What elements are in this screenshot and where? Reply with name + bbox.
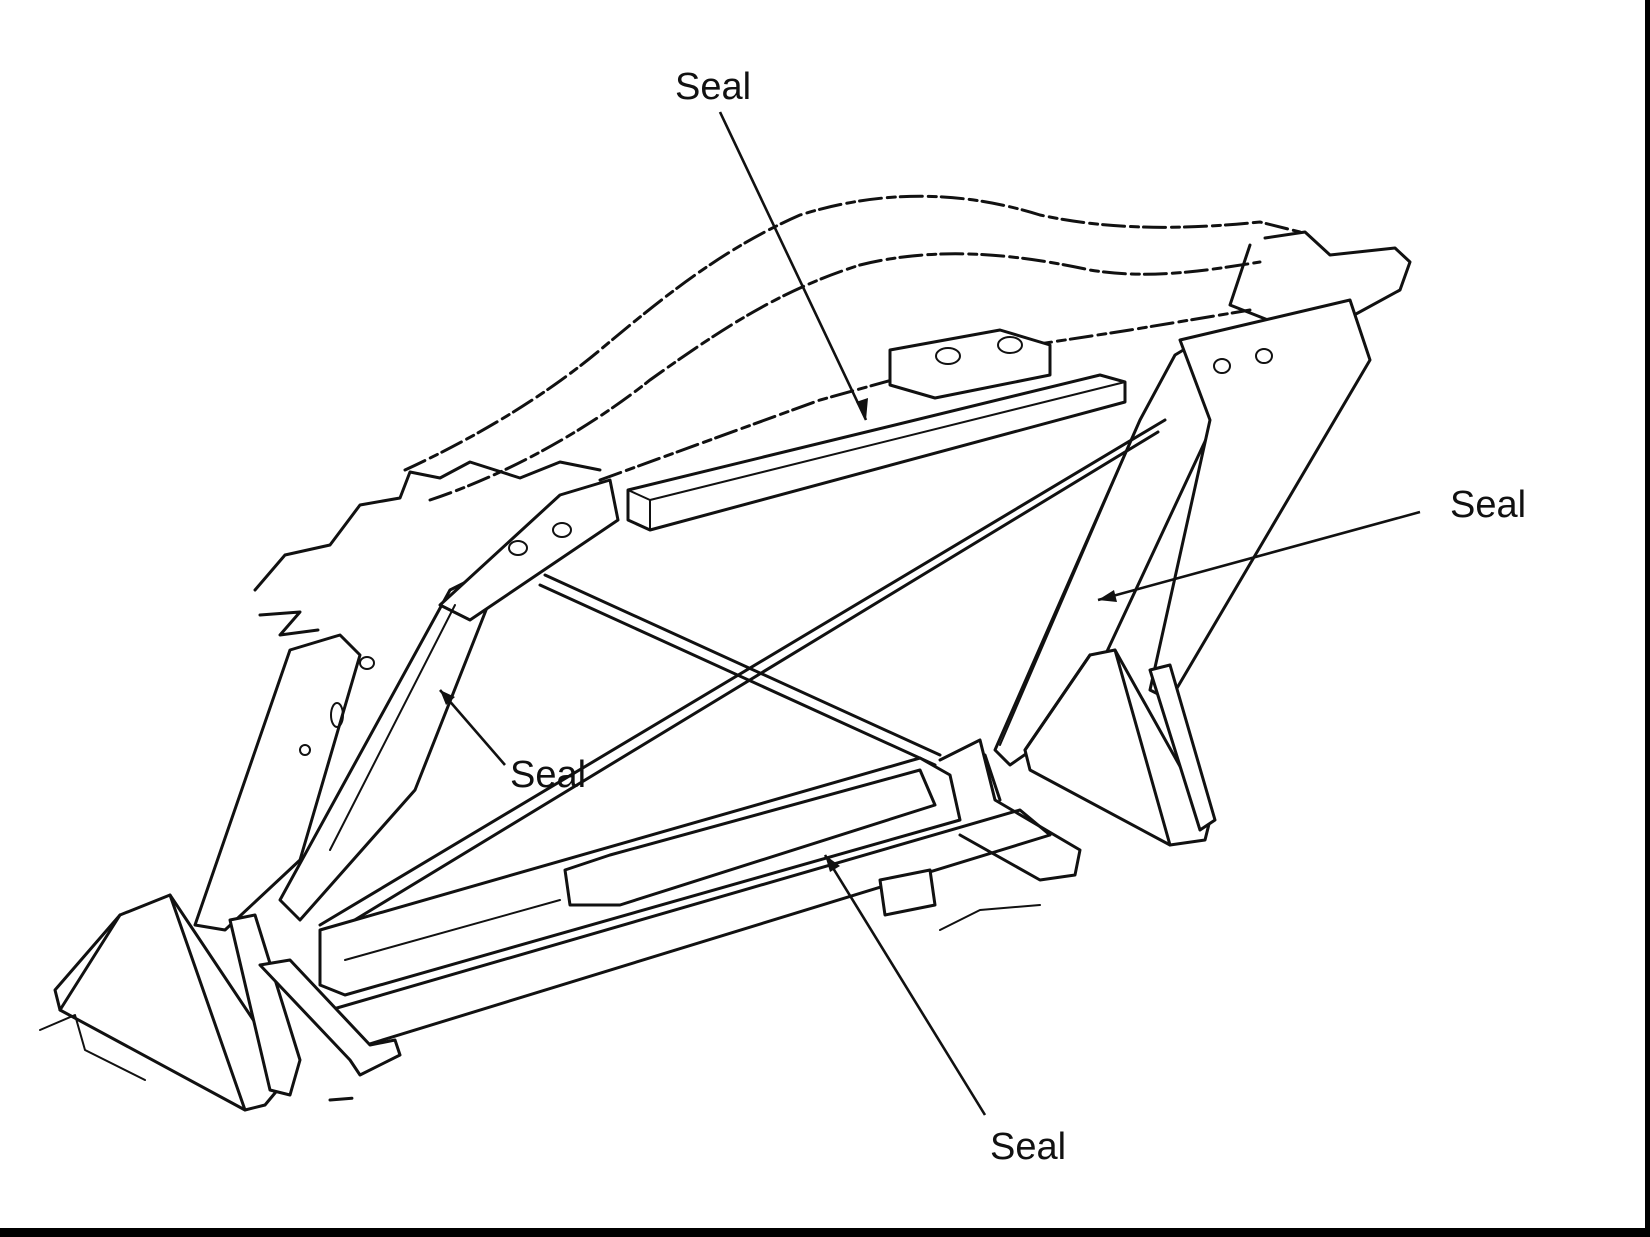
- leader-left: [439, 689, 506, 766]
- left-foot-bracket: [39, 893, 402, 1112]
- leader-bottom: [823, 854, 987, 1116]
- left-strut: [193, 478, 620, 932]
- seal-label-left: Seal: [510, 754, 587, 796]
- arrow-top-icon: [856, 398, 868, 420]
- right-strut: [993, 298, 1372, 767]
- bottom-frame-border: [0, 1228, 1650, 1237]
- seal-label-right: Seal: [1450, 484, 1527, 526]
- arrow-right-icon: [1098, 590, 1117, 602]
- arrow-bottom-icon: [825, 855, 840, 872]
- bottom-seal-rail: [318, 738, 1082, 1052]
- right-foot-bracket: [1023, 648, 1217, 847]
- seal-label-bottom: Seal: [990, 1126, 1067, 1168]
- leader-right: [1097, 510, 1421, 602]
- arrow-left-icon: [440, 690, 455, 705]
- leader-top: [718, 111, 868, 421]
- cross-tie-rods: [318, 418, 1167, 937]
- top-seal-bar: [626, 328, 1127, 532]
- seal-label-top: Seal: [675, 66, 752, 108]
- leader-lines: [439, 111, 1421, 1116]
- right-frame-border: [1645, 0, 1650, 1237]
